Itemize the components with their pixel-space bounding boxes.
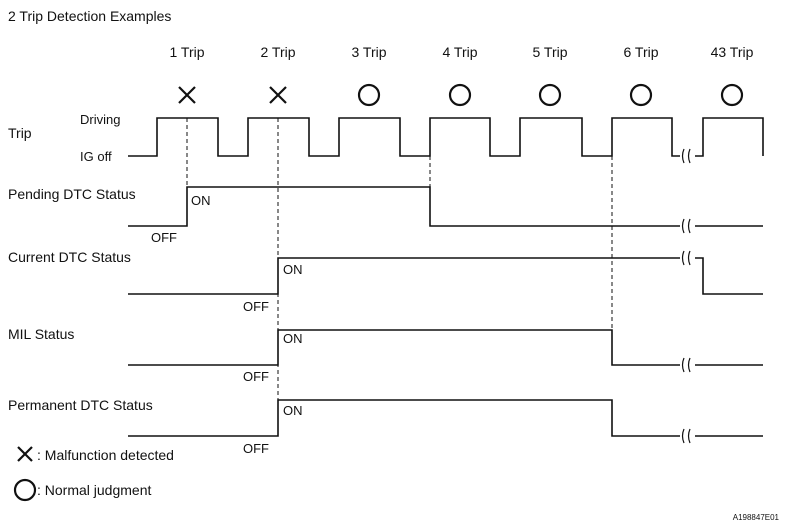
- current-dtc-waveform: [128, 257, 763, 295]
- axis-break-icon: [680, 428, 695, 444]
- axis-break-icon: [680, 148, 695, 164]
- trip-header-43: 43 Trip: [711, 44, 754, 60]
- current-dtc-label: Current DTC Status: [8, 249, 131, 265]
- permanent-on-label: ON: [283, 403, 303, 418]
- diagram-title: 2 Trip Detection Examples: [8, 8, 171, 24]
- trip-ig-off-label: IG off: [80, 149, 112, 164]
- trip-row-label: Trip: [8, 125, 32, 141]
- mil-off-label: OFF: [243, 369, 269, 384]
- trip-header-6: 6 Trip: [623, 44, 658, 60]
- circle-icon: [538, 83, 562, 107]
- x-mark-icon: [269, 86, 287, 104]
- circle-icon: [448, 83, 472, 107]
- x-mark-icon: [17, 446, 33, 462]
- legend-normal-text: : Normal judgment: [37, 482, 151, 498]
- mil-status-waveform: [128, 329, 763, 366]
- trip-header-1: 1 Trip: [169, 44, 204, 60]
- circle-icon: [720, 83, 744, 107]
- legend: : Malfunction detected : Normal judgment: [13, 446, 174, 502]
- current-off-label: OFF: [243, 299, 269, 314]
- pending-dtc-waveform: [128, 186, 763, 227]
- mil-status-label: MIL Status: [8, 326, 74, 342]
- pending-dtc-label: Pending DTC Status: [8, 186, 136, 202]
- figure-code: A198847E01: [733, 513, 780, 522]
- axis-break-icon: [680, 250, 695, 266]
- trip-header-3: 3 Trip: [351, 44, 386, 60]
- permanent-dtc-waveform: [128, 399, 763, 437]
- permanent-dtc-label: Permanent DTC Status: [8, 397, 153, 413]
- trip-driving-label: Driving: [80, 112, 120, 127]
- circle-icon: [629, 83, 653, 107]
- judgment-markers: [178, 83, 744, 107]
- permanent-off-label: OFF: [243, 441, 269, 456]
- trip-waveform: [128, 117, 764, 157]
- legend-malfunction-text: : Malfunction detected: [37, 447, 174, 463]
- circle-icon: [357, 83, 381, 107]
- x-mark-icon: [178, 86, 196, 104]
- axis-break-icon: [680, 357, 695, 373]
- current-on-label: ON: [283, 262, 303, 277]
- trip-header-4: 4 Trip: [442, 44, 477, 60]
- trip-header-2: 2 Trip: [260, 44, 295, 60]
- trip-headers: 1 Trip 2 Trip 3 Trip 4 Trip 5 Trip 6 Tri…: [169, 44, 753, 60]
- mil-on-label: ON: [283, 331, 303, 346]
- pending-on-label: ON: [191, 193, 211, 208]
- trip-header-5: 5 Trip: [532, 44, 567, 60]
- pending-off-label: OFF: [151, 230, 177, 245]
- circle-icon: [13, 478, 37, 502]
- axis-break-icon: [680, 218, 695, 234]
